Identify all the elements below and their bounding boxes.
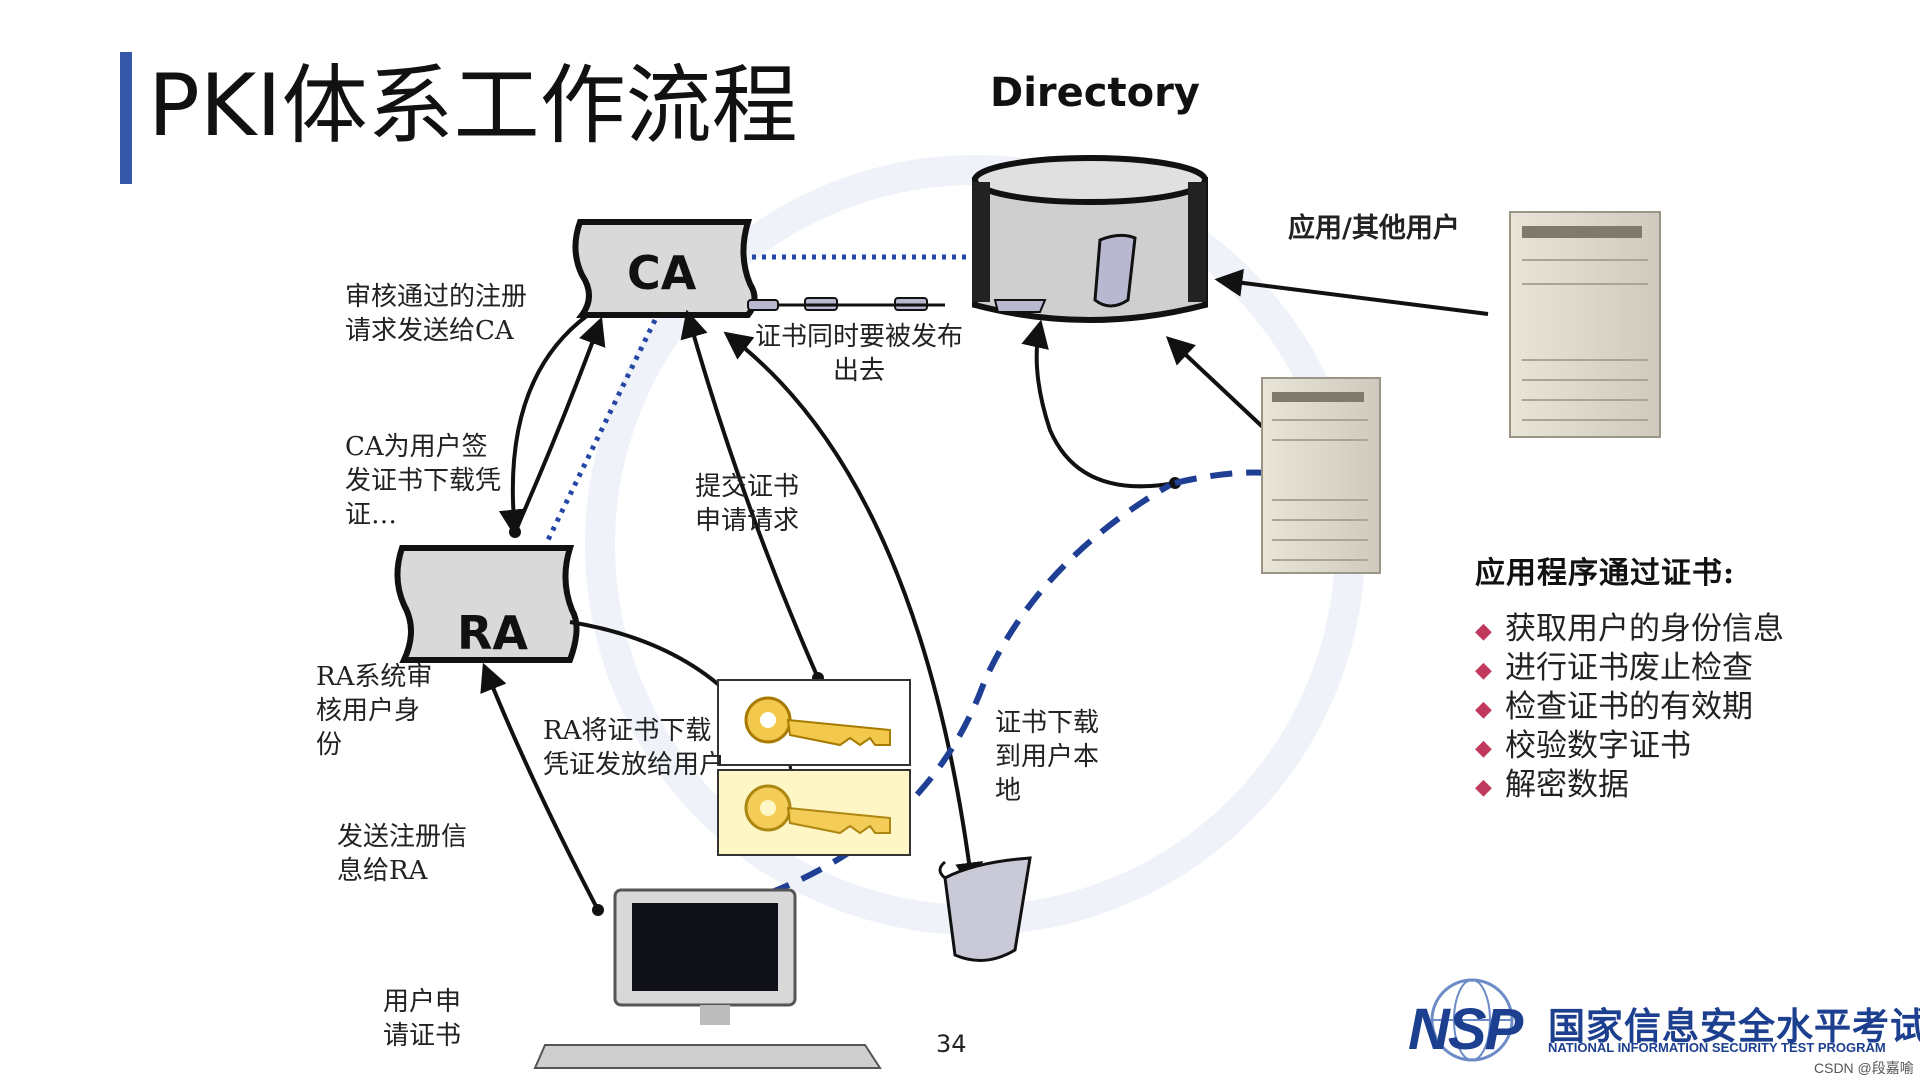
ca-label: CA xyxy=(627,246,697,300)
ca-ra-link xyxy=(545,318,658,542)
server-large xyxy=(1509,211,1661,438)
page-title: PKI体系工作流程 xyxy=(148,56,798,156)
list-item: ◆ 解密数据 xyxy=(1475,766,1784,805)
bullet-icon: ◆ xyxy=(1475,697,1492,722)
bullet-icon: ◆ xyxy=(1475,775,1492,800)
label-ra-audit: RA系统审 核用户身 份 xyxy=(316,662,433,760)
list-item: ◆ 校验数字证书 xyxy=(1475,727,1784,766)
logo-acronym: NSP xyxy=(1408,997,1523,1062)
arrow-app-to-directory xyxy=(1214,268,1489,316)
label-send-reg: 发送注册信 息给RA xyxy=(337,822,468,886)
label-ra-deliver: RA将证书下载 凭证发放给用户 xyxy=(543,716,726,780)
list-item-text: 解密数据 xyxy=(1505,767,1629,803)
bullet-icon: ◆ xyxy=(1475,658,1492,683)
arrow-publish xyxy=(723,331,984,891)
bullet-icon: ◆ xyxy=(1475,736,1492,761)
list-item: ◆ 获取用户的身份信息 xyxy=(1475,610,1784,649)
arrow-server-to-directory xyxy=(1021,319,1176,489)
uses-title: 应用程序通过证书: xyxy=(1475,556,1736,591)
label-download: 证书下载 到用户本 地 xyxy=(995,708,1100,806)
dashed-flow-user xyxy=(699,482,1172,918)
list-item-text: 进行证书废止检查 xyxy=(1505,650,1753,686)
label-ca-to-ra: 审核通过的注册 请求发送给CA xyxy=(345,282,528,346)
directory-label: Directory xyxy=(990,70,1200,116)
user-computer xyxy=(533,888,882,1069)
label-publish: 证书同时要被发布 出去 xyxy=(755,322,964,386)
ca-node xyxy=(572,219,758,318)
server-small xyxy=(1261,377,1381,574)
bullet-icon: ◆ xyxy=(1475,619,1492,644)
uses-list: ◆ 获取用户的身份信息 ◆ 进行证书废止检查 ◆ 检查证书的有效期 ◆ 校验数字证书 ◆… xyxy=(1475,610,1784,805)
watermark-text: CSDN @段嘉喻 xyxy=(1814,1060,1914,1076)
list-item-text: 获取用户的身份信息 xyxy=(1505,611,1784,647)
list-item-text: 校验数字证书 xyxy=(1505,728,1691,764)
list-item-text: 检查证书的有效期 xyxy=(1505,689,1753,725)
list-item: ◆ 进行证书废止检查 xyxy=(1475,649,1784,688)
arrow-ca-to-ra xyxy=(498,313,590,538)
ra-node xyxy=(394,545,580,663)
key-box xyxy=(717,679,911,856)
label-submit: 提交证书 申请请求 xyxy=(695,472,800,536)
list-item: ◆ 检查证书的有效期 xyxy=(1475,688,1784,727)
label-ca-issue: CA为用户签 发证书下载凭 证… xyxy=(345,432,502,530)
logo-name-cn: 国家信息安全水平考试 xyxy=(1548,1004,1920,1048)
page-number: 34 xyxy=(936,1030,967,1058)
arrow-user-to-ra xyxy=(480,662,600,911)
directory-cylinder xyxy=(972,155,1208,323)
ra-label: RA xyxy=(457,606,529,660)
certificate-chain xyxy=(747,297,945,311)
logo-name-en: NATIONAL INFORMATION SECURITY TEST PROGR… xyxy=(1548,1040,1886,1055)
certificate-scroll xyxy=(938,856,1032,962)
arrow-small-server-to-directory xyxy=(1165,336,1270,434)
label-user-apply: 用户申 请证书 xyxy=(383,987,462,1051)
arrow-ra-to-ca xyxy=(513,316,606,533)
logo-globe xyxy=(1430,978,1514,1062)
label-app-users: 应用/其他用户 xyxy=(1288,213,1460,244)
title-accent-bar xyxy=(120,52,132,184)
